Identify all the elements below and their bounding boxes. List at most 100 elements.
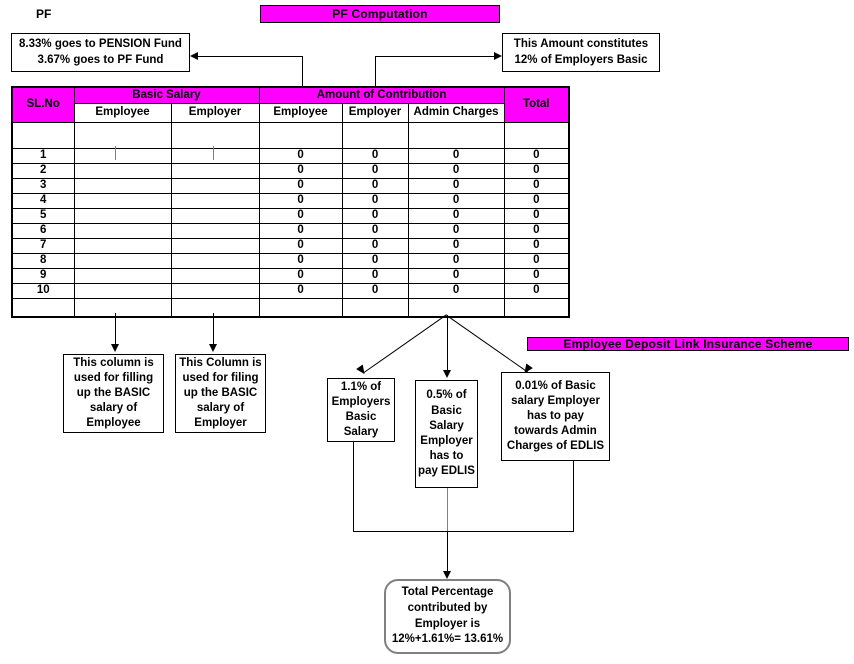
edlis-three-callout: 0.01% of Basic salary Employer has to pa… bbox=[501, 372, 610, 461]
edlis-three-line5: Charges of EDLIS bbox=[506, 440, 605, 453]
pension-split-callout: 8.33% goes to PENSION Fund 3.67% goes to… bbox=[11, 33, 190, 72]
connector-edlis-one-down bbox=[353, 442, 354, 531]
pf-computation-banner: PF Computation bbox=[260, 5, 500, 23]
total-percentage-line1: Total Percentage bbox=[401, 585, 494, 598]
arrow-to-employer-column-box bbox=[209, 344, 217, 352]
cell-basic_employer bbox=[170, 148, 260, 164]
cell-contrib_employer: 0 bbox=[341, 283, 409, 299]
arrow-to-edlis-one bbox=[356, 364, 368, 377]
cell-total: 0 bbox=[503, 238, 571, 254]
arrow-to-employee-column-box bbox=[111, 344, 119, 352]
th-basic-employee: Employee bbox=[73, 103, 172, 123]
total-percentage-callout: Total Percentage contributed by Employer… bbox=[384, 579, 511, 654]
employer-column-line5: Employer bbox=[194, 417, 247, 430]
employer-column-line4: salary of bbox=[196, 402, 245, 415]
cell-total: 0 bbox=[503, 193, 571, 209]
cell-basic_employee bbox=[73, 148, 172, 164]
pension-split-line1: 8.33% goes to PENSION Fund bbox=[19, 38, 182, 51]
connector-edlis-two-down bbox=[447, 488, 448, 531]
cell-sl: 2 bbox=[11, 163, 75, 179]
cell-contrib_employer: 0 bbox=[341, 178, 409, 194]
connector-employee-column-vertical bbox=[115, 313, 116, 344]
spacer-cell bbox=[341, 122, 409, 149]
cell-contrib_admin: 0 bbox=[407, 163, 505, 179]
spacer-cell bbox=[341, 298, 409, 318]
spacer-cell bbox=[407, 122, 505, 149]
th-contrib-employee: Employee bbox=[258, 103, 343, 123]
edlis-two-line2: Basic bbox=[431, 404, 462, 417]
th-basic-employer: Employer bbox=[170, 103, 260, 123]
cell-sl: 1 bbox=[11, 148, 75, 164]
employee-column-line1: This column is bbox=[73, 356, 154, 369]
cell-total: 0 bbox=[503, 208, 571, 224]
edlis-three-line1: 0.01% of Basic bbox=[515, 379, 596, 392]
cell-contrib_employee: 0 bbox=[258, 253, 343, 269]
cell-contrib_employer: 0 bbox=[341, 148, 409, 164]
cell-contrib_admin: 0 bbox=[407, 178, 505, 194]
arrow-to-employer-basic-box bbox=[494, 52, 502, 60]
cell-contrib_admin: 0 bbox=[407, 223, 505, 239]
edlis-two-callout: 0.5% of Basic Salary Employer has to pay… bbox=[415, 380, 478, 488]
cell-contrib_employee: 0 bbox=[258, 178, 343, 194]
cell-total: 0 bbox=[503, 253, 571, 269]
pf-label: PF bbox=[36, 7, 52, 21]
employer-column-callout: This Column is used for filing up the BA… bbox=[175, 354, 266, 433]
cell-basic_employer bbox=[170, 223, 260, 239]
cell-basic_employer bbox=[170, 178, 260, 194]
total-percentage-line4: 12%+1.61%= 13.61% bbox=[391, 633, 504, 646]
arrow-to-edlis-two bbox=[443, 370, 451, 378]
cell-sl: 10 bbox=[11, 283, 75, 299]
total-percentage-line3: Employer is bbox=[414, 617, 481, 630]
connector-edlis-one-diagonal bbox=[363, 314, 447, 373]
cell-total: 0 bbox=[503, 163, 571, 179]
cell-sl: 6 bbox=[11, 223, 75, 239]
cell-contrib_employer: 0 bbox=[341, 268, 409, 284]
cell-sl: 7 bbox=[11, 238, 75, 254]
cell-contrib_employee: 0 bbox=[258, 163, 343, 179]
th-total: Total bbox=[503, 86, 571, 123]
leader-line-basic-employee bbox=[115, 146, 116, 160]
cell-basic_employer bbox=[170, 268, 260, 284]
cell-basic_employee bbox=[73, 268, 172, 284]
table-sub-header-row: Employee Employer Employee Employer Admi… bbox=[12, 103, 569, 123]
th-amount-of-contribution: Amount of Contribution bbox=[258, 86, 505, 104]
employer-basic-callout: This Amount constitutes 12% of Employers… bbox=[502, 33, 660, 72]
edlis-two-line5: has to bbox=[429, 450, 464, 463]
cell-sl: 8 bbox=[11, 253, 75, 269]
cell-basic_employer bbox=[170, 283, 260, 299]
connector-employer-vertical bbox=[375, 56, 376, 86]
edlis-two-line3: Salary bbox=[429, 419, 464, 432]
cell-sl: 3 bbox=[11, 178, 75, 194]
connector-edlis-three-down bbox=[573, 461, 574, 531]
spacer-cell bbox=[73, 122, 172, 149]
cell-basic_employee bbox=[73, 253, 172, 269]
cell-contrib_employer: 0 bbox=[341, 238, 409, 254]
edlis-one-line3: Basic bbox=[345, 411, 377, 423]
cell-basic_employer bbox=[170, 208, 260, 224]
employee-column-line2: used for filling bbox=[73, 371, 154, 384]
cell-contrib_admin: 0 bbox=[407, 238, 505, 254]
cell-contrib_admin: 0 bbox=[407, 193, 505, 209]
cell-basic_employee bbox=[73, 223, 172, 239]
edlis-one-line2: Employers bbox=[331, 395, 391, 408]
connector-pension-horizontal bbox=[198, 56, 302, 57]
edlis-one-line4: Salary bbox=[343, 426, 379, 439]
cell-contrib_employer: 0 bbox=[341, 208, 409, 224]
cell-contrib_employee: 0 bbox=[258, 223, 343, 239]
arrow-to-pension-box bbox=[190, 52, 198, 60]
employee-column-line3: up the BASIC bbox=[76, 386, 151, 399]
edlis-two-line4: Employer bbox=[420, 435, 473, 447]
pf-computation-table: SL.No Basic Salary Amount of Contributio… bbox=[11, 86, 571, 318]
spacer-cell bbox=[170, 298, 260, 318]
edlis-three-line2: salary Employer bbox=[511, 394, 600, 407]
leader-line-basic-employer bbox=[213, 146, 214, 160]
th-contrib-admin: Admin Charges bbox=[407, 103, 505, 123]
